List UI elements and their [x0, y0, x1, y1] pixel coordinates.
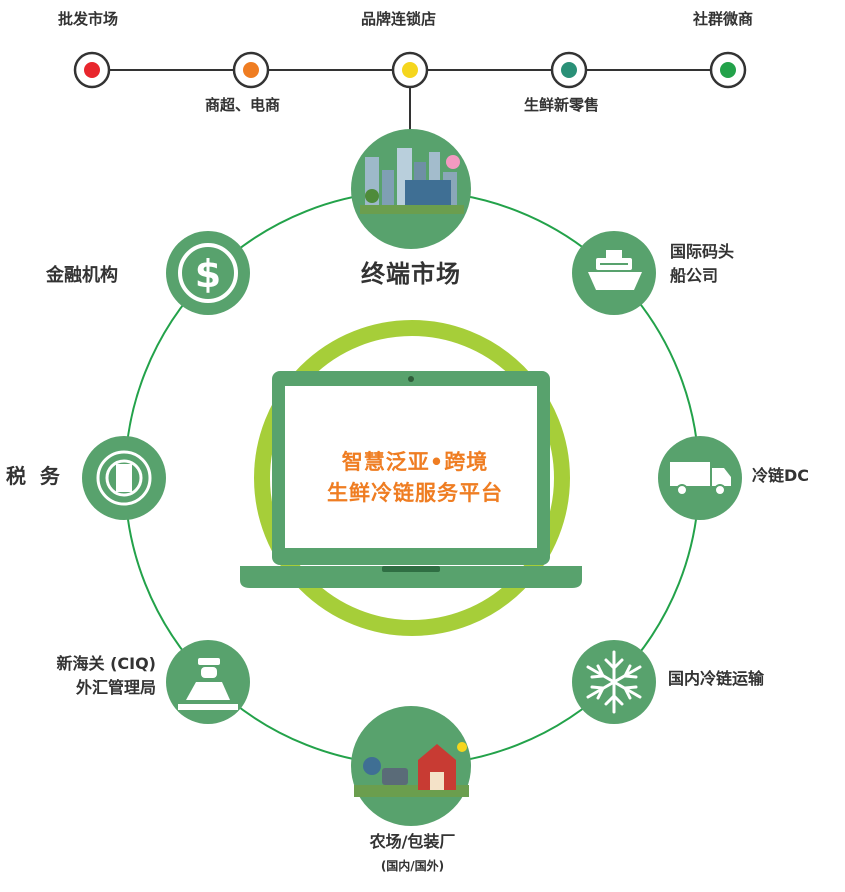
city-skyline-icon	[360, 148, 464, 214]
label-farm: 农场/包装厂	[369, 832, 456, 851]
label-farm-sub: (国内/国外)	[380, 859, 445, 873]
label-finance: 金融机构	[46, 265, 118, 286]
label-customs-line2: 外汇管理局	[75, 678, 156, 697]
timeline-dot-fill-3	[561, 62, 577, 78]
farm-barn-icon	[354, 742, 469, 797]
label-terminal-market: 终端市场	[361, 260, 461, 288]
timeline-dot-fill-2	[402, 62, 418, 78]
center-title-line2: 生鲜冷链服务平台	[327, 481, 503, 505]
lime-halo	[254, 320, 570, 636]
label-domestic-transport: 国内冷链运输	[668, 669, 765, 688]
timeline-label-fresh-retail: 生鲜新零售	[524, 96, 600, 114]
timeline-dot-fill-0	[84, 62, 100, 78]
label-customs-line1: 新海关 (CIQ)	[56, 654, 157, 673]
label-cold-chain-dc: 冷链DC	[752, 466, 810, 485]
snowflake-icon	[586, 650, 642, 714]
label-port-line1: 国际码头	[670, 242, 735, 261]
tax-emblem-icon	[96, 450, 152, 506]
ship-icon	[588, 250, 642, 290]
label-tax: 税 务	[6, 464, 60, 488]
svg-text:$: $	[195, 252, 221, 296]
timeline-dot-fill-4	[720, 62, 736, 78]
timeline-label-supermarket: 商超、电商	[205, 96, 281, 114]
timeline-label-brand-store: 品牌连锁店	[361, 10, 437, 28]
dollar-icon: $	[178, 243, 238, 303]
customs-officer-icon	[178, 658, 238, 710]
timeline-dot-fill-1	[243, 62, 259, 78]
timeline-dots	[73, 51, 747, 89]
truck-icon	[670, 462, 731, 496]
label-customs: 新海关 (CIQ) 外汇管理局	[28, 652, 157, 700]
laptop-icon	[240, 371, 582, 588]
laptop-screen-text: 智慧泛亚•跨境 生鲜冷链服务平台	[290, 412, 540, 544]
label-port-line2: 船公司	[670, 266, 719, 285]
timeline-label-social-commerce: 社群微商	[693, 10, 754, 28]
timeline-label-wholesale: 批发市场	[58, 10, 119, 28]
label-port: 国际码头 船公司	[670, 240, 734, 288]
center-title-line1: 智慧泛亚•跨境	[341, 450, 489, 474]
